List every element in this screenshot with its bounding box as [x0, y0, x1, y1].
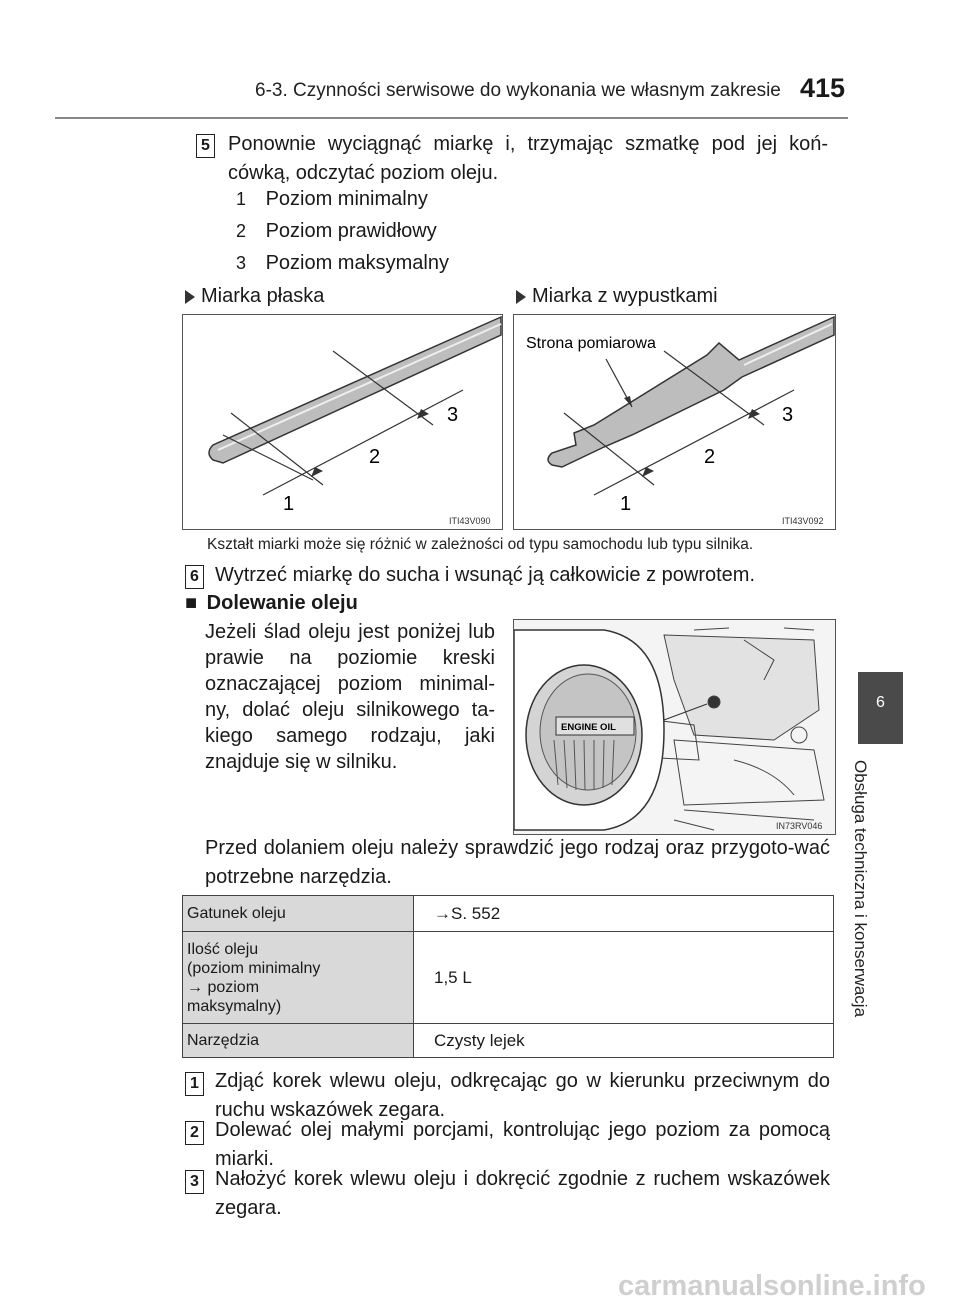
figure-notched-dipstick: Strona pomiarowa 1 2 3 ITI43V092: [513, 314, 836, 530]
figure-engine-oil-cap: ENGINE OIL IN73RV046: [513, 619, 836, 835]
table-row: Ilość oleju (poziom minimalny → poziom m…: [182, 931, 834, 1024]
header-divider: [55, 117, 848, 119]
measuring-side-label: Strona pomiarowa: [526, 335, 656, 352]
figure-caption: Kształt miarki może się różnić w zależno…: [207, 536, 754, 553]
step-number-box: 1: [185, 1072, 204, 1096]
marker-2: 2: [704, 446, 715, 468]
triangle-bullet-icon: [516, 289, 526, 304]
chapter-label-container: Obsługa techniczna i konserwacja: [851, 760, 903, 1070]
table-label: Narzędzia: [182, 1023, 414, 1058]
marker-1: 1: [620, 493, 631, 515]
section-title: 6-3. Czynności serwisowe do wykonania we…: [255, 80, 781, 101]
flat-dipstick-illustration: 1 2 3 ITI43V090: [208, 315, 502, 526]
step-text: Zdjąć korek wlewu oleju, odkręcając go w…: [215, 1070, 830, 1121]
refill-paragraph: Jeżeli ślad oleju jest poniżej lub prawi…: [205, 621, 495, 773]
subhead-notched: Miarka z wypustkami: [516, 285, 718, 308]
watermark: carmanualsonline.info: [618, 1270, 926, 1302]
marker-1: 1: [283, 493, 294, 515]
notched-dipstick-illustration: Strona pomiarowa 1 2 3 ITI43V092: [526, 315, 835, 526]
figure-flat-dipstick: 1 2 3 ITI43V090: [182, 314, 503, 530]
square-bullet-icon: ■: [185, 592, 198, 614]
marker-3: 3: [782, 404, 793, 426]
level-item-ok: 2 Poziom prawidłowy: [235, 220, 437, 242]
step-text: Nałożyć korek wlewu oleju i dokręcić zgo…: [215, 1168, 830, 1219]
table-label: Ilość oleju (poziom minimalny → poziom m…: [182, 931, 414, 1024]
marker-2: 2: [369, 446, 380, 468]
table-value: →S. 552: [413, 895, 834, 932]
table-label: Gatunek oleju: [182, 895, 414, 932]
step-number-box: 3: [185, 1170, 204, 1194]
level-item-max: 3 Poziom maksymalny: [235, 252, 449, 274]
page-number: 415: [800, 73, 846, 103]
marker-3: 3: [447, 404, 458, 426]
figure-code: ITI43V092: [782, 516, 824, 526]
table-row: Gatunek oleju →S. 552: [182, 895, 834, 932]
step-number-box: 2: [185, 1121, 204, 1145]
oil-cap-icon: ENGINE OIL: [525, 664, 643, 806]
figure-code: IN73RV046: [776, 821, 822, 831]
section-heading: ■ Dolewanie oleju: [185, 592, 358, 614]
step-text: Dolewać olej małymi porcjami, kontrolują…: [215, 1119, 830, 1170]
chapter-number: 6: [876, 694, 885, 711]
refill-paragraph-2: Przed dolaniem oleju należy sprawdzić je…: [205, 837, 830, 888]
chapter-label: Obsługa techniczna i konserwacja: [851, 760, 870, 1018]
table-row: Narzędzia Czysty lejek: [182, 1023, 834, 1058]
step-number-box: 5: [196, 134, 215, 158]
figure-code: ITI43V090: [449, 516, 491, 526]
subhead-flat: Miarka płaska: [185, 285, 324, 308]
step-number-box: 6: [185, 565, 204, 589]
engine-oil-cap-label: ENGINE OIL: [561, 722, 616, 733]
step-text: Ponownie wyciągnąć miarkę i, trzymając s…: [228, 133, 828, 184]
table-value: Czysty lejek: [413, 1023, 834, 1058]
level-item-min: 1 Poziom minimalny: [235, 188, 428, 210]
step-text: Wytrzeć miarkę do sucha i wsunąć ją całk…: [215, 564, 756, 586]
table-value: 1,5 L: [413, 931, 834, 1024]
triangle-bullet-icon: [185, 289, 195, 304]
engine-bay-illustration: ENGINE OIL IN73RV046: [514, 620, 835, 834]
oil-spec-table: Gatunek oleju →S. 552 Ilość oleju (pozio…: [182, 895, 834, 1058]
chapter-tab: 6: [858, 672, 903, 744]
